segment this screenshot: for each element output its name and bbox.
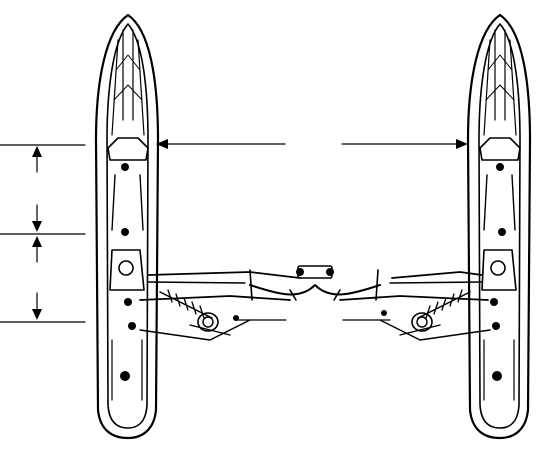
- arrowhead-right-icon: [456, 139, 468, 149]
- arrowhead-up-icon: [32, 146, 42, 157]
- right-shock: [399, 289, 471, 336]
- left-shock: [159, 289, 231, 336]
- left-ski: [94, 13, 160, 440]
- arrowhead-down-icon: [32, 309, 42, 320]
- dimension-marks: [0, 139, 468, 323]
- arrowhead-left-icon: [156, 139, 168, 149]
- front-suspension: [139, 265, 491, 341]
- arrowhead-up-icon: [32, 236, 42, 247]
- arrowhead-down-icon: [32, 221, 42, 232]
- right-ski: [466, 13, 532, 440]
